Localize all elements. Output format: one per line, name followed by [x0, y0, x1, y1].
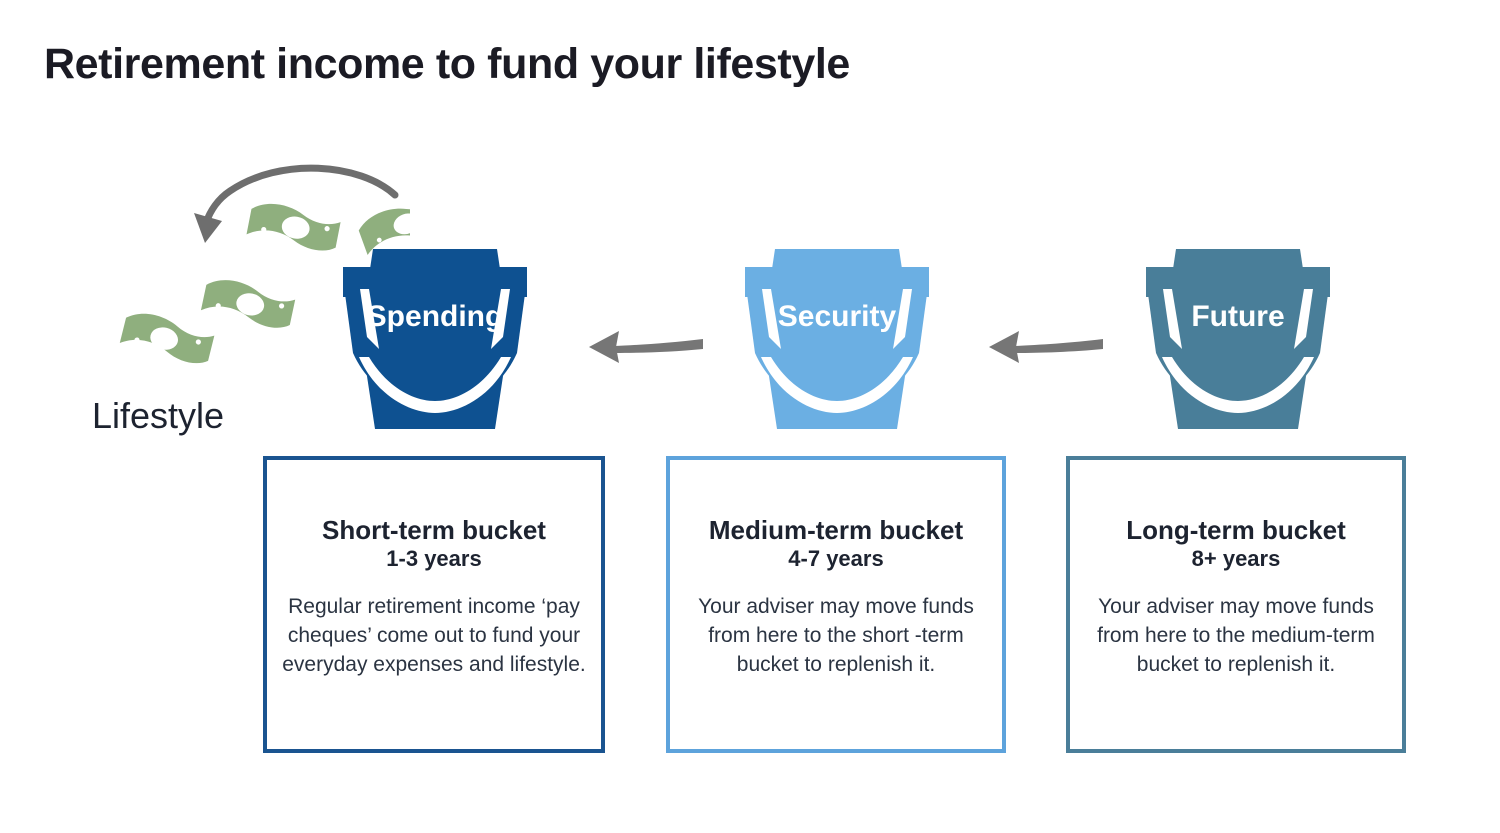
bucket-icon: [1146, 249, 1330, 429]
lifestyle-money-flow-group: [119, 164, 410, 364]
info-box-body: Regular retirement income ‘pay cheques’ …: [282, 594, 586, 676]
lifestyle-label: Lifestyle: [92, 395, 225, 436]
bucket-future[interactable]: Future: [1128, 245, 1348, 445]
info-box-years: 1-3 years: [386, 546, 482, 572]
curved-arrow-icon: [194, 164, 399, 243]
info-box-title: Medium-term bucket: [708, 515, 964, 545]
page-title: Retirement income to fund your lifestyle: [44, 40, 850, 88]
info-box-years: 8+ years: [1191, 546, 1281, 572]
arrow-left-icon: [589, 331, 703, 363]
banknotes-icon: [119, 195, 410, 364]
flow-arrow-future-to-security: [989, 331, 1103, 363]
flow-arrow-security-to-spending: [589, 331, 703, 363]
info-box-body: Your adviser may move funds from here to…: [698, 594, 974, 676]
bucket-icon: [343, 249, 527, 429]
bucket-icon: [745, 249, 929, 429]
arrow-left-icon: [989, 331, 1103, 363]
info-box-title: Short-term bucket: [322, 515, 546, 545]
bucket-spending[interactable]: Spending: [325, 245, 545, 445]
info-box-body: Your adviser may move funds from here to…: [1097, 594, 1375, 676]
info-box-years: 4-7 years: [788, 546, 884, 572]
info-box-title: Long-term bucket: [1126, 515, 1346, 545]
info-box-long-term[interactable]: Long-term bucket 8+ years Your adviser m…: [1066, 456, 1406, 753]
info-box-short-term[interactable]: Short-term bucket 1-3 years Regular reti…: [263, 456, 605, 753]
info-box-medium-term[interactable]: Medium-term bucket 4-7 years Your advise…: [666, 456, 1006, 753]
bucket-security[interactable]: Security: [727, 245, 947, 445]
